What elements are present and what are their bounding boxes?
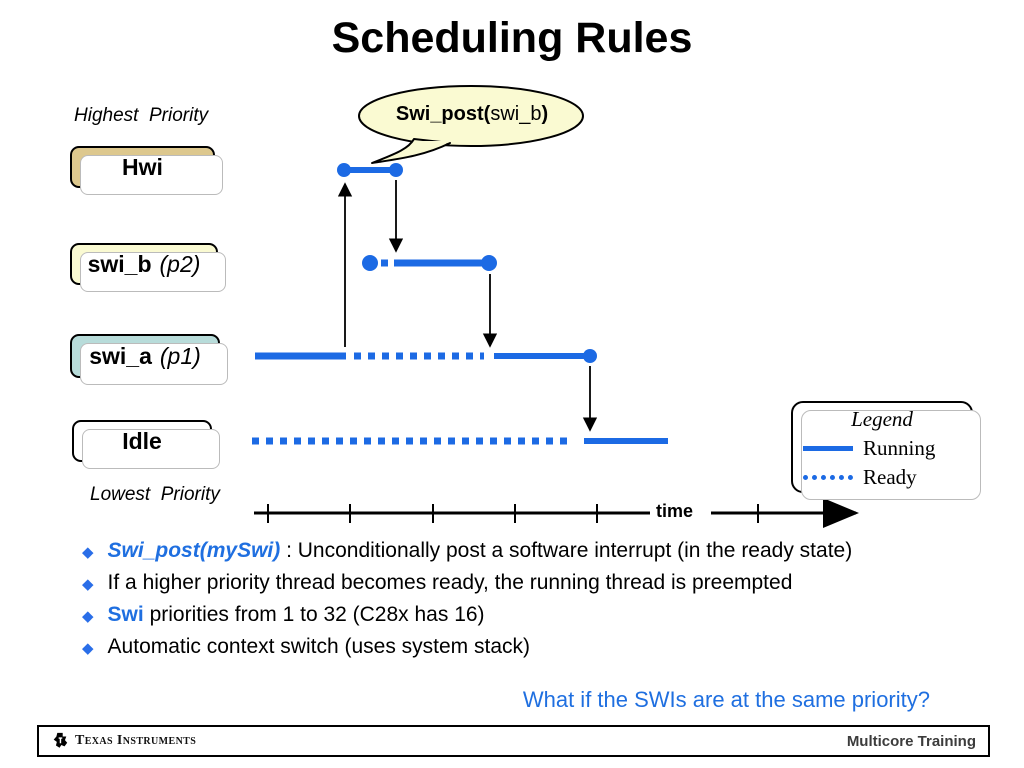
lowest-priority-label: Lowest Priority [90, 484, 220, 505]
diamond-bullet-icon: ◆ [82, 608, 94, 625]
legend-row-running: Running [803, 436, 961, 461]
bullet-body: If a higher priority thread becomes read… [107, 571, 793, 594]
thread-box-swi-a-priority: (p1) [159, 342, 201, 369]
page-title: Scheduling Rules [331, 14, 693, 62]
legend-ready-label: Ready [863, 465, 917, 489]
hwi-running-segment [337, 163, 403, 177]
bullet-body: : Unconditionally post a software interr… [280, 539, 853, 562]
ti-logo-icon [53, 732, 68, 748]
thread-box-swi-a: swi_a (p1) [70, 334, 228, 385]
thread-box-swi-a-label: swi_a [89, 342, 152, 369]
diamond-bullet-icon: ◆ [82, 640, 94, 657]
callout-func-open: Swi_post( [395, 103, 491, 125]
transition-arrows [337, 180, 598, 432]
bullet-priorities: ◆ Swi priorities from 1 to 32 (C28x has … [82, 603, 962, 627]
swi-b-segments [362, 255, 497, 271]
swi-a-segments [255, 349, 597, 363]
bullet-list: ◆ Swi_post(mySwi) : Unconditionally post… [82, 539, 962, 667]
ti-brand: Texas Instruments [51, 732, 196, 750]
time-axis-label: time [656, 501, 694, 521]
thread-box-hwi-label: Hwi [122, 153, 163, 180]
ready-line-swatch [803, 475, 853, 480]
thread-box-swi-b-label: swi_b [87, 250, 152, 277]
time-axis [254, 498, 859, 528]
thread-box-hwi: Hwi [70, 146, 223, 195]
legend-row-ready: Ready [803, 465, 961, 490]
thread-box-swi-b: swi_b (p2) [70, 243, 226, 292]
thread-box-swi-b-priority: (p2) [159, 250, 201, 277]
thread-box-idle: Idle [72, 420, 220, 469]
closing-question: What if the SWIs are at the same priorit… [522, 687, 930, 712]
callout-func-close: ) [541, 103, 549, 125]
footer-bar: Texas Instruments Multicore Training [37, 725, 990, 757]
bullet-lead: Swi [107, 603, 144, 626]
ti-brand-name: Texas Instruments [75, 733, 197, 748]
thread-box-idle-label: Idle [122, 427, 162, 454]
bullet-body: Automatic context switch (uses system st… [107, 635, 531, 658]
callout-bubble [358, 85, 584, 164]
legend-box: Legend Running Ready [791, 401, 981, 500]
running-line-swatch [803, 446, 853, 451]
callout-arg: swi_b [490, 103, 542, 125]
highest-priority-label: Highest Priority [74, 105, 209, 126]
diamond-bullet-icon: ◆ [82, 544, 94, 561]
bullet-lead: Swi_post(mySwi) [107, 539, 281, 562]
bullet-context-switch: ◆ Automatic context switch (uses system … [82, 635, 962, 659]
bullet-preemption: ◆ If a higher priority thread becomes re… [82, 571, 962, 595]
program-name: Multicore Training [846, 732, 976, 750]
bullet-swi-post: ◆ Swi_post(mySwi) : Unconditionally post… [82, 539, 962, 563]
callout-text: Swi_post(swi_b) [366, 103, 578, 126]
legend-running-label: Running [863, 436, 936, 460]
legend-title: Legend [851, 407, 913, 431]
diamond-bullet-icon: ◆ [82, 576, 94, 593]
bullet-body: priorities from 1 to 32 (C28x has 16) [143, 603, 485, 626]
